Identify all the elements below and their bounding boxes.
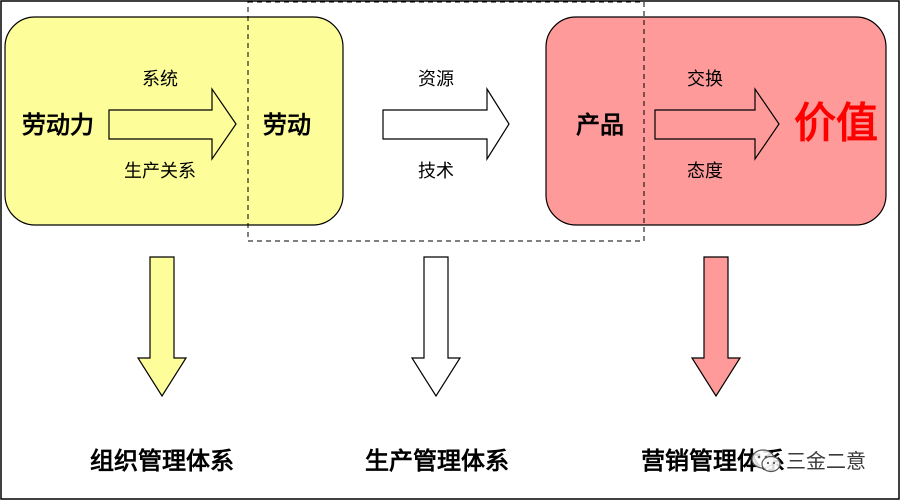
node-labor-force: 劳动力 [22, 111, 94, 139]
system-organization: 组织管理体系 [90, 447, 234, 475]
arrow-labor-to-product [382, 86, 510, 162]
production-dashed-box [247, 1, 645, 242]
watermark-text: 三金二意 [786, 449, 866, 473]
edge-label-technology: 技术 [418, 161, 454, 182]
node-value: 价值 [794, 99, 878, 148]
arrow-product-to-value [654, 87, 780, 161]
node-product: 产品 [576, 111, 624, 139]
node-labor: 劳动 [263, 111, 311, 139]
edge-label-attitude: 态度 [687, 161, 723, 182]
arrow-labor-force-to-labor [108, 87, 237, 161]
edge-label-relations-of-production: 生产关系 [124, 161, 196, 182]
wechat-icon [751, 449, 781, 473]
arrow-down-production [410, 256, 462, 398]
edge-label-system: 系统 [142, 69, 178, 90]
system-production: 生产管理体系 [365, 447, 509, 475]
arrow-down-marketing [690, 256, 742, 398]
arrow-down-organization [136, 256, 188, 398]
edge-label-exchange: 交换 [687, 69, 723, 90]
edge-label-resources: 资源 [418, 69, 454, 90]
